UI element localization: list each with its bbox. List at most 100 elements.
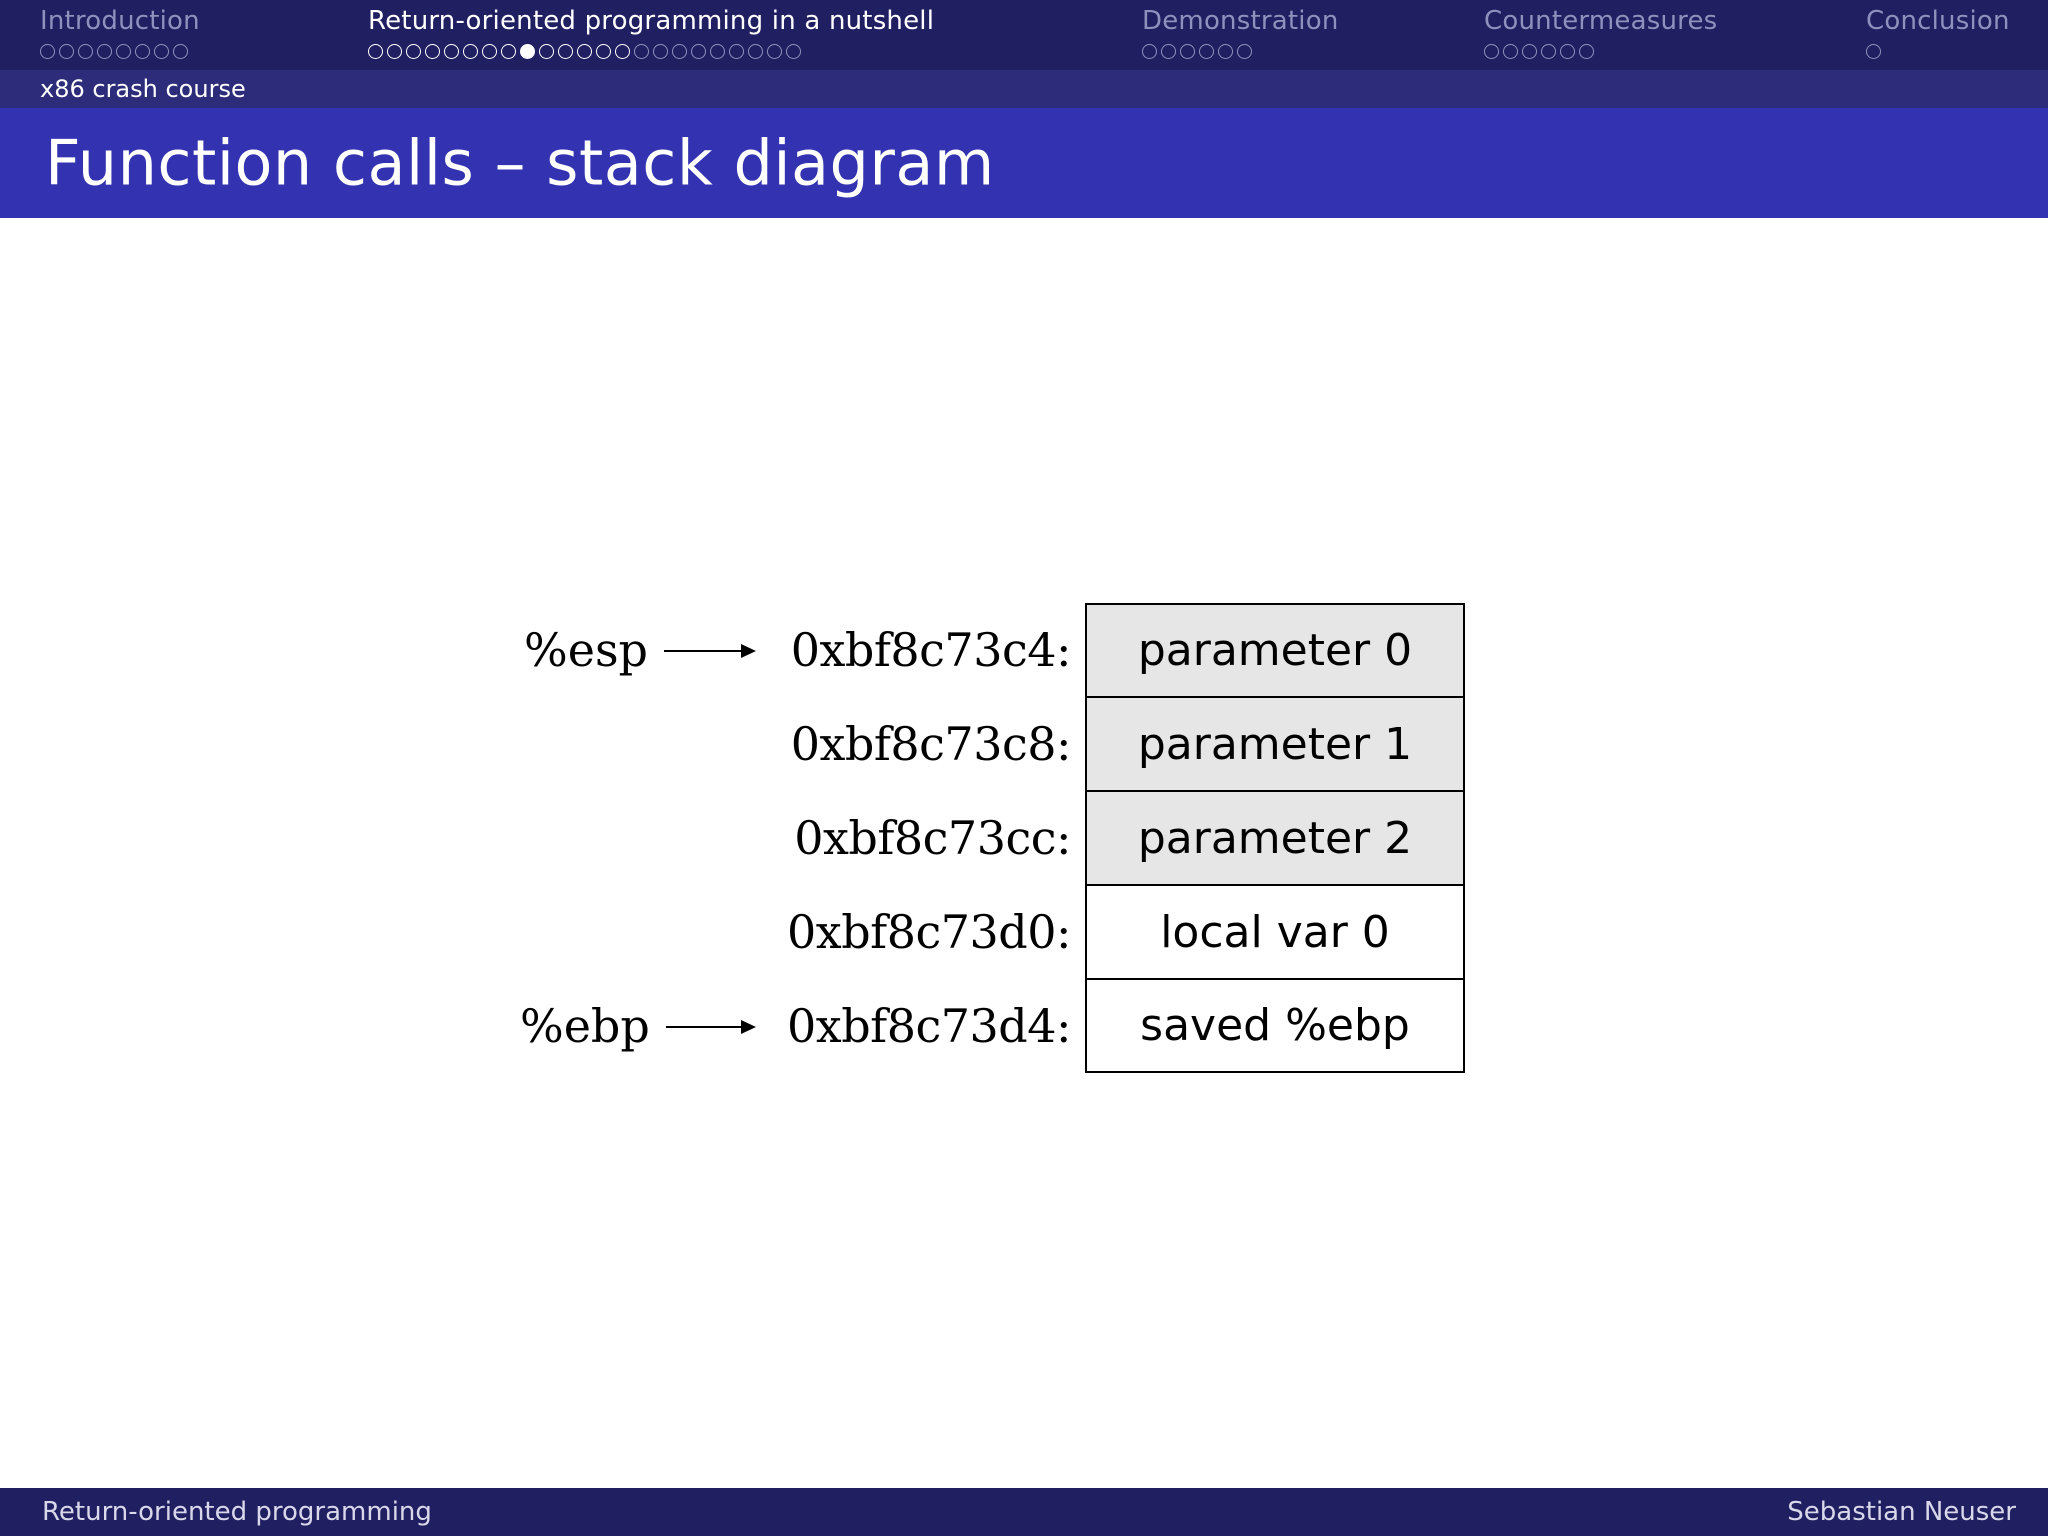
stack-cell-column: parameter 0 bbox=[1085, 603, 1465, 697]
nav-dot[interactable] bbox=[116, 43, 131, 59]
nav-dot[interactable] bbox=[387, 43, 402, 59]
nav-dot[interactable] bbox=[463, 43, 478, 59]
nav-section-countermeasures[interactable]: Countermeasures bbox=[1484, 0, 1717, 64]
stack-address-label: 0xbf8c73d0: bbox=[787, 905, 1071, 959]
stack-address-label: 0xbf8c73c8: bbox=[790, 717, 1072, 771]
nav-dot[interactable] bbox=[425, 43, 440, 59]
nav-dot[interactable] bbox=[97, 43, 112, 59]
stack-register-column bbox=[520, 791, 760, 885]
subsection-label: x86 crash course bbox=[40, 75, 246, 103]
stack-register-column bbox=[520, 697, 760, 791]
nav-dot[interactable] bbox=[1541, 43, 1556, 59]
register-label: %ebp bbox=[520, 999, 650, 1053]
nav-dot[interactable] bbox=[1522, 43, 1537, 59]
register-label: %esp bbox=[524, 623, 648, 677]
nav-slide-dots bbox=[1142, 38, 1252, 64]
nav-section-label: Countermeasures bbox=[1484, 6, 1718, 36]
nav-dot[interactable] bbox=[634, 43, 649, 59]
nav-dot[interactable] bbox=[577, 43, 592, 59]
nav-dot[interactable] bbox=[653, 43, 668, 59]
nav-dot[interactable] bbox=[173, 43, 188, 59]
nav-dot[interactable] bbox=[135, 43, 150, 59]
nav-dot[interactable] bbox=[1142, 43, 1157, 59]
nav-section-return-oriented-programming-in-a-nutshell[interactable]: Return-oriented programming in a nutshel… bbox=[368, 0, 934, 64]
nav-slide-dots bbox=[40, 38, 188, 64]
slide-title-bar: Function calls – stack diagram bbox=[0, 108, 2048, 218]
nav-dot[interactable] bbox=[1866, 43, 1881, 59]
nav-slide-dots bbox=[368, 38, 801, 64]
nav-section-label: Return-oriented programming in a nutshel… bbox=[368, 6, 935, 36]
nav-dot[interactable] bbox=[482, 43, 497, 59]
nav-dot[interactable] bbox=[1180, 43, 1195, 59]
nav-dot[interactable] bbox=[406, 43, 421, 59]
nav-slide-dots bbox=[1866, 38, 1881, 64]
stack-address-column: 0xbf8c73cc: bbox=[760, 791, 1085, 885]
stack-address-column: 0xbf8c73d0: bbox=[760, 885, 1085, 979]
nav-dot[interactable] bbox=[1199, 43, 1214, 59]
stack-register-column: %ebp bbox=[520, 979, 760, 1073]
nav-dot[interactable] bbox=[40, 43, 55, 59]
nav-dot[interactable] bbox=[1560, 43, 1575, 59]
nav-dot[interactable] bbox=[710, 43, 725, 59]
nav-dot[interactable] bbox=[368, 43, 383, 59]
stack-cell: saved %ebp bbox=[1085, 979, 1465, 1073]
stack-cell-column: saved %ebp bbox=[1085, 979, 1465, 1073]
nav-dot[interactable] bbox=[558, 43, 573, 59]
stack-cell-column: parameter 1 bbox=[1085, 697, 1465, 791]
nav-section-label: Introduction bbox=[40, 6, 200, 36]
nav-dot[interactable] bbox=[154, 43, 169, 59]
navigation-bar: Introduction Return-oriented programming … bbox=[0, 0, 2048, 70]
stack-row: %esp 0xbf8c73c4:parameter 0 bbox=[520, 603, 1465, 697]
nav-section-conclusion[interactable]: Conclusion bbox=[1866, 0, 2010, 64]
stack-register-column: %esp bbox=[520, 603, 760, 697]
footer-author: Sebastian Neuser bbox=[1787, 1497, 2016, 1527]
nav-section-introduction[interactable]: Introduction bbox=[40, 0, 200, 64]
nav-dot[interactable] bbox=[59, 43, 74, 59]
stack-address-label: 0xbf8c73cc: bbox=[794, 811, 1071, 865]
stack-row: 0xbf8c73d0: local var 0 bbox=[520, 885, 1465, 979]
nav-section-label: Demonstration bbox=[1142, 6, 1339, 36]
nav-dot[interactable] bbox=[748, 43, 763, 59]
nav-dot[interactable] bbox=[615, 43, 630, 59]
nav-section-label: Conclusion bbox=[1866, 6, 2010, 36]
stack-cell: local var 0 bbox=[1085, 885, 1465, 979]
nav-dot[interactable] bbox=[691, 43, 706, 59]
nav-slide-dots bbox=[1484, 38, 1594, 64]
nav-dot[interactable] bbox=[1484, 43, 1499, 59]
nav-dot[interactable] bbox=[786, 43, 801, 59]
nav-dot[interactable] bbox=[1503, 43, 1518, 59]
stack-row: 0xbf8c73cc: parameter 2 bbox=[520, 791, 1465, 885]
nav-sections-host: Introduction Return-oriented programming … bbox=[0, 0, 2048, 70]
nav-dot[interactable] bbox=[1579, 43, 1594, 59]
nav-dot[interactable] bbox=[1161, 43, 1176, 59]
stack-address-column: 0xbf8c73c8: bbox=[760, 697, 1085, 791]
nav-dot[interactable] bbox=[444, 43, 459, 59]
nav-section-demonstration[interactable]: Demonstration bbox=[1142, 0, 1339, 64]
stack-address-column: 0xbf8c73c4: bbox=[760, 603, 1085, 697]
nav-dot[interactable] bbox=[672, 43, 687, 59]
stack-cell-column: local var 0 bbox=[1085, 885, 1465, 979]
slide-footer: Return-oriented programming Sebastian Ne… bbox=[0, 1488, 2048, 1536]
stack-cell: parameter 0 bbox=[1085, 603, 1465, 697]
page-title: Function calls – stack diagram bbox=[45, 126, 995, 200]
nav-dot[interactable] bbox=[501, 43, 516, 59]
stack-row: %ebp 0xbf8c73d4: saved %ebp bbox=[520, 979, 1465, 1073]
stack-cell: parameter 1 bbox=[1085, 697, 1465, 791]
nav-dot[interactable] bbox=[729, 43, 744, 59]
arrow-right-icon bbox=[665, 1003, 756, 1049]
stack-address-column: 0xbf8c73d4: bbox=[760, 979, 1085, 1073]
nav-dot[interactable] bbox=[767, 43, 782, 59]
nav-dot[interactable] bbox=[539, 43, 554, 59]
nav-dot[interactable] bbox=[1237, 43, 1252, 59]
nav-dot[interactable] bbox=[596, 43, 611, 59]
nav-dot-current[interactable] bbox=[520, 43, 535, 59]
stack-address-label: 0xbf8c73d4: bbox=[787, 999, 1071, 1053]
stack-row: 0xbf8c73c8:parameter 1 bbox=[520, 697, 1465, 791]
nav-dot[interactable] bbox=[1218, 43, 1233, 59]
arrow-right-icon bbox=[664, 627, 756, 673]
stack-cell-column: parameter 2 bbox=[1085, 791, 1465, 885]
nav-dot[interactable] bbox=[78, 43, 93, 59]
stack-register-column bbox=[520, 885, 760, 979]
